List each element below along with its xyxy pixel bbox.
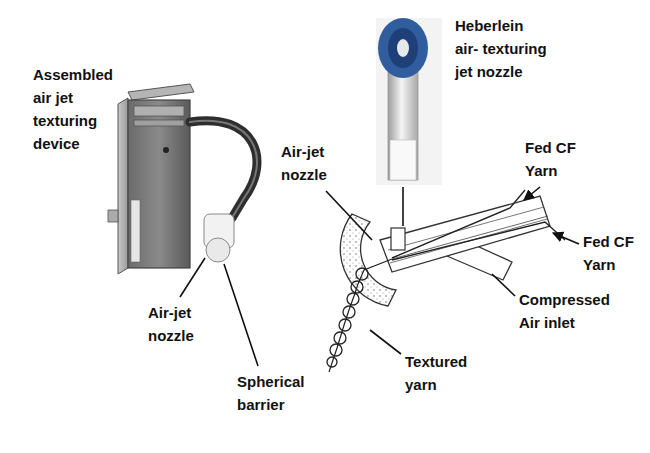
part-label: Spherical barrier [237, 370, 317, 416]
part-label: Air-jet nozzle [281, 140, 343, 186]
part-label: Heberlein air- texturing jet nozzle [455, 14, 548, 83]
nozzle-cross-section [327, 190, 565, 372]
nozzle-photo [376, 18, 442, 185]
part-label: Assembled air jet texturing device [33, 63, 133, 155]
part-label: Compressed Air inlet [519, 288, 629, 334]
leader-lines [180, 187, 579, 366]
part-label: Fed CF Yarn [525, 136, 587, 182]
part-label: Textured yarn [405, 350, 485, 396]
part-label: Fed CF Yarn [583, 230, 645, 276]
part-label: Air-jet nozzle [148, 301, 210, 347]
texturing-device [108, 84, 257, 274]
